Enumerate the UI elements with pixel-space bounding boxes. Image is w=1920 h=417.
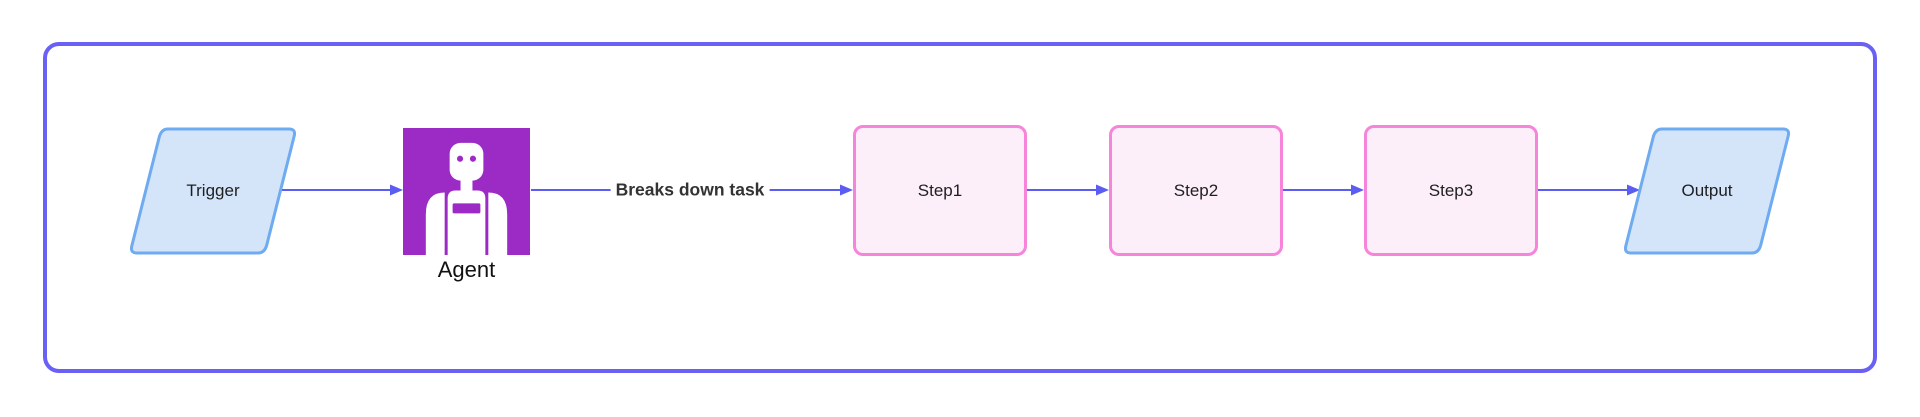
- node-agent[interactable]: [403, 128, 530, 255]
- parallelogram-shape: [1623, 127, 1791, 255]
- node-step3[interactable]: Step3: [1364, 125, 1538, 256]
- connector-label-breaks-down-task: Breaks down task: [610, 178, 770, 202]
- connector-trigger-agent[interactable]: [282, 184, 403, 196]
- robot-icon: [425, 142, 508, 255]
- node-label: Output: [1681, 181, 1733, 200]
- node-label: Step2: [1173, 180, 1219, 200]
- connector-step1-step2[interactable]: [1027, 184, 1109, 196]
- node-step1[interactable]: Step1: [853, 125, 1027, 256]
- node-step2[interactable]: Step2: [1109, 125, 1283, 256]
- connector-step3-output[interactable]: [1538, 184, 1640, 196]
- node-label: Step1: [917, 180, 963, 200]
- node-agent-label: Agent: [437, 257, 496, 282]
- node-output[interactable]: Output: [1622, 127, 1792, 255]
- connector-step2-step3[interactable]: [1283, 184, 1364, 196]
- node-trigger[interactable]: Trigger: [128, 127, 298, 255]
- node-label: Step3: [1428, 180, 1474, 200]
- parallelogram-shape: [129, 127, 297, 255]
- node-label: Trigger: [186, 181, 240, 200]
